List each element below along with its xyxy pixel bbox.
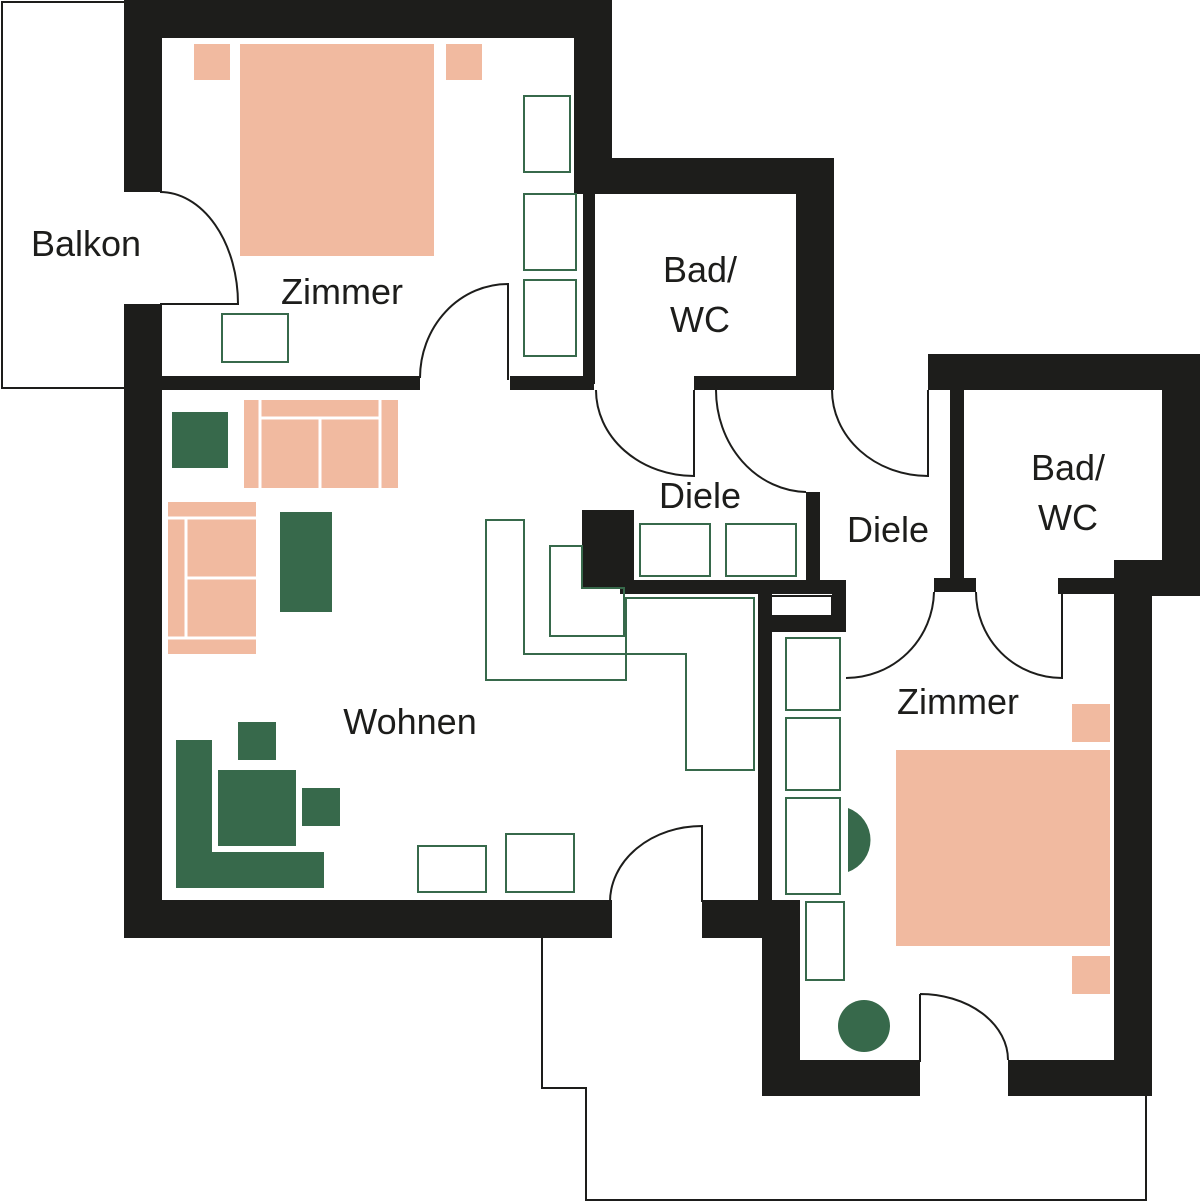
coffee-table (280, 512, 332, 612)
wardrobe (785, 637, 841, 711)
wardrobe (785, 717, 841, 791)
wall (158, 376, 420, 390)
wall (694, 376, 834, 390)
label-bad-wc-1-line2: WC (670, 299, 730, 340)
cabinet (639, 523, 711, 577)
wall (928, 354, 950, 390)
cabinet (523, 279, 577, 357)
wall (124, 0, 162, 192)
label-zimmer-bottom: Zimmer (897, 681, 1019, 722)
double-bed (896, 750, 1110, 946)
cabinet (417, 845, 487, 893)
wall (620, 580, 846, 594)
bad2-outer-door (831, 389, 929, 478)
balcony-door (159, 191, 240, 305)
label-zimmer-top: Zimmer (281, 271, 403, 312)
nightstand (1072, 956, 1110, 994)
bad2-door (975, 591, 1063, 680)
label-wohnen: Wohnen (343, 701, 476, 742)
wall (796, 158, 834, 390)
wohnen-door (609, 824, 703, 903)
wardrobe (785, 797, 841, 895)
lamp (848, 808, 871, 872)
vent-frame (769, 595, 833, 617)
wall (124, 304, 162, 938)
chair (238, 722, 276, 760)
kitchen-counter (549, 545, 625, 637)
shaft-block (582, 510, 634, 588)
double-bed (240, 44, 434, 256)
plant (838, 1000, 890, 1052)
label-diele-2: Diele (847, 509, 929, 550)
wardrobe (805, 901, 845, 981)
wall (574, 158, 834, 194)
wall (510, 376, 594, 390)
table (218, 770, 296, 846)
bad1-door (595, 389, 695, 478)
wall (928, 354, 1200, 390)
balcony-area (1, 1, 124, 389)
label-bad-wc-2-line1: Bad/ (1031, 447, 1105, 488)
wall (934, 578, 976, 592)
terrace-area (541, 938, 1147, 1201)
label-bad-wc-2-line2: WC (1038, 497, 1098, 538)
doors (159, 191, 1063, 1062)
zimmer2-balcony-door (919, 993, 1009, 1062)
wall (762, 1060, 920, 1096)
label-bad-wc-1-line1: Bad/ (663, 249, 737, 290)
bedroom-top-furniture (194, 44, 577, 363)
kitchen-island (625, 597, 755, 771)
chair (302, 788, 340, 826)
cabinet (505, 833, 575, 893)
wall (124, 900, 612, 938)
cabinet (523, 95, 571, 173)
nightstand (446, 44, 482, 80)
wall (124, 0, 612, 38)
diele-door (715, 389, 807, 493)
label-diele-1: Diele (659, 475, 741, 516)
wall (760, 616, 846, 632)
corner-desk (176, 740, 324, 888)
wall (950, 388, 964, 584)
side-table (172, 412, 228, 468)
bedroom-bottom-furniture (769, 595, 1110, 1052)
nightstand (194, 44, 230, 80)
wall (1008, 1060, 1152, 1096)
wall (1162, 354, 1200, 582)
zimmer-door (419, 282, 509, 380)
zimmer2-door-left (845, 591, 935, 679)
cabinet (725, 523, 797, 577)
wall (806, 492, 820, 584)
cabinet (523, 193, 577, 271)
desk (221, 313, 289, 363)
wall (1114, 560, 1152, 1096)
walls (124, 0, 1200, 1096)
nightstand (1072, 704, 1110, 742)
wall (583, 186, 595, 384)
living-furniture (168, 400, 797, 893)
label-balkon: Balkon (31, 223, 141, 264)
room-labels: Balkon Zimmer Bad/ WC Diele Diele Bad/ W… (31, 223, 1105, 742)
wall (1058, 578, 1118, 594)
wall (758, 580, 772, 902)
